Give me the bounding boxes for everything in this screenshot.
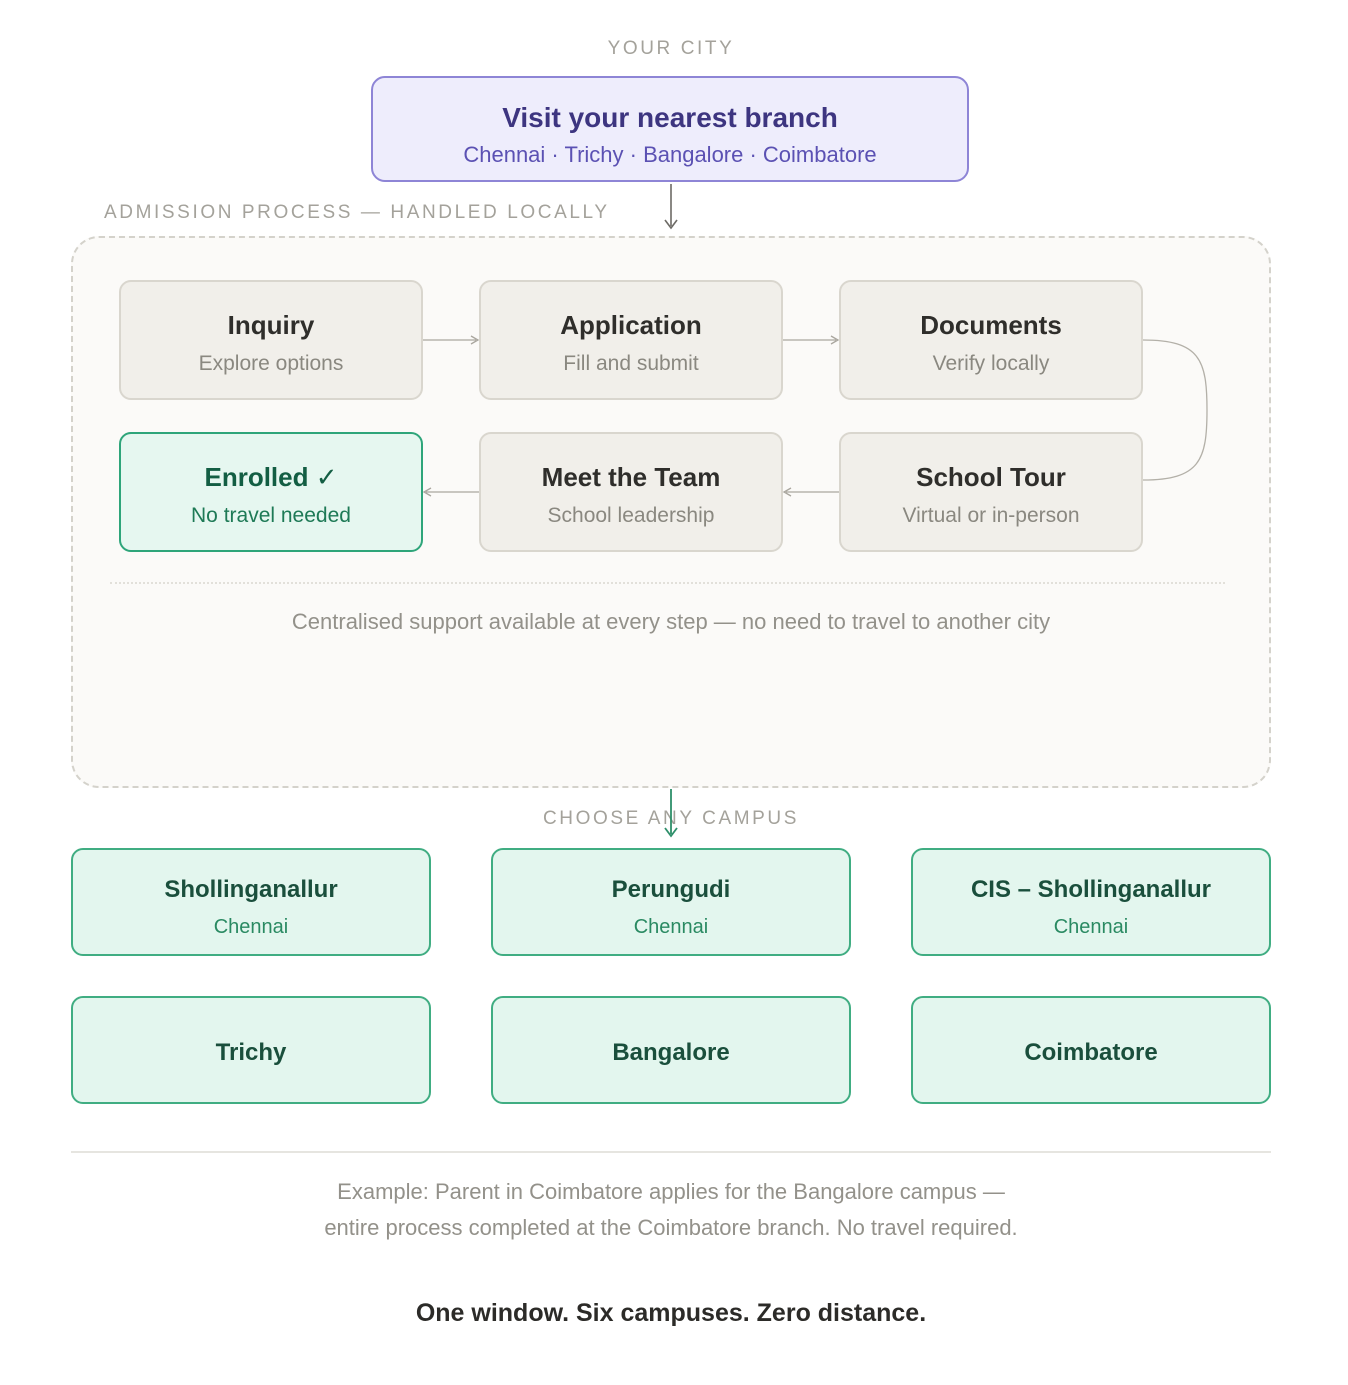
campus-coimbatore[interactable]: Coimbatore: [911, 996, 1271, 1104]
step-school-tour[interactable]: School Tour Virtual or in-person: [839, 432, 1143, 552]
campus-name: CIS – Shollinganallur: [970, 876, 1212, 903]
campus-cis-shollinganallur[interactable]: CIS – Shollinganallur Chennai: [911, 848, 1271, 956]
campus-name: Bangalore: [612, 1039, 730, 1066]
arrowhead-application-documents: [830, 335, 840, 345]
connector-documents-tour: [1142, 339, 1208, 481]
step-title: Documents: [920, 310, 1062, 340]
campus-shollinganallur[interactable]: Shollinganallur Chennai: [71, 848, 431, 956]
step-subtitle: Virtual or in-person: [902, 504, 1080, 527]
step-application[interactable]: Application Fill and submit: [479, 280, 783, 400]
step-documents[interactable]: Documents Verify locally: [839, 280, 1143, 400]
campus-name: Shollinganallur: [164, 876, 338, 903]
step-title: School Tour: [916, 462, 1066, 492]
campus-name: Trichy: [215, 1039, 287, 1066]
support-note: Centralised support available at every s…: [291, 609, 1051, 634]
step-subtitle: Explore options: [198, 352, 344, 375]
step-subtitle: No travel needed: [191, 504, 351, 527]
process-divider: [110, 582, 1225, 584]
step-meet-the-team[interactable]: Meet the Team School leadership: [479, 432, 783, 552]
step-title: Meet the Team: [541, 462, 721, 492]
nearest-branch-title: Visit your nearest branch: [502, 102, 838, 133]
tagline: One window. Six campuses. Zero distance.: [415, 1299, 927, 1327]
arrowhead-process-to-campus: [664, 827, 678, 838]
step-enrolled[interactable]: Enrolled ✓ No travel needed: [119, 432, 423, 552]
step-title: Inquiry: [227, 310, 315, 340]
campus-city: Chennai: [1053, 916, 1129, 938]
campus-trichy[interactable]: Trichy: [71, 996, 431, 1104]
step-subtitle: School leadership: [547, 504, 715, 527]
admission-process-label: ADMISSION PROCESS — HANDLED LOCALLY: [104, 202, 610, 223]
arrowhead-meet-enrolled: [422, 487, 432, 497]
arrowhead-inquiry-application: [470, 335, 480, 345]
campus-perungudi[interactable]: Perungudi Chennai: [491, 848, 851, 956]
step-title: Enrolled ✓: [204, 462, 338, 492]
campus-name: Coimbatore: [1024, 1039, 1158, 1066]
your-city-label: YOUR CITY: [607, 38, 735, 59]
branch-cities: Chennai · Trichy · Bangalore · Coimbator…: [463, 142, 877, 167]
step-inquiry[interactable]: Inquiry Explore options: [119, 280, 423, 400]
footer-rule: [71, 1151, 1271, 1153]
campus-city: Chennai: [213, 916, 289, 938]
arrowhead-city-to-process: [664, 219, 678, 230]
campus-bangalore[interactable]: Bangalore: [491, 996, 851, 1104]
campus-city: Chennai: [633, 916, 709, 938]
nearest-branch-box[interactable]: Visit your nearest branch Chennai · Tric…: [371, 76, 969, 182]
choose-campus-label: CHOOSE ANY CAMPUS: [542, 808, 800, 829]
example-line-1: Example: Parent in Coimbatore applies fo…: [337, 1179, 1005, 1204]
step-title: Application: [560, 310, 702, 340]
example-line-2: entire process completed at the Coimbato…: [324, 1215, 1018, 1240]
arrowhead-tour-meet: [782, 487, 792, 497]
step-subtitle: Fill and submit: [563, 352, 699, 375]
step-subtitle: Verify locally: [932, 352, 1050, 375]
campus-name: Perungudi: [611, 876, 731, 903]
